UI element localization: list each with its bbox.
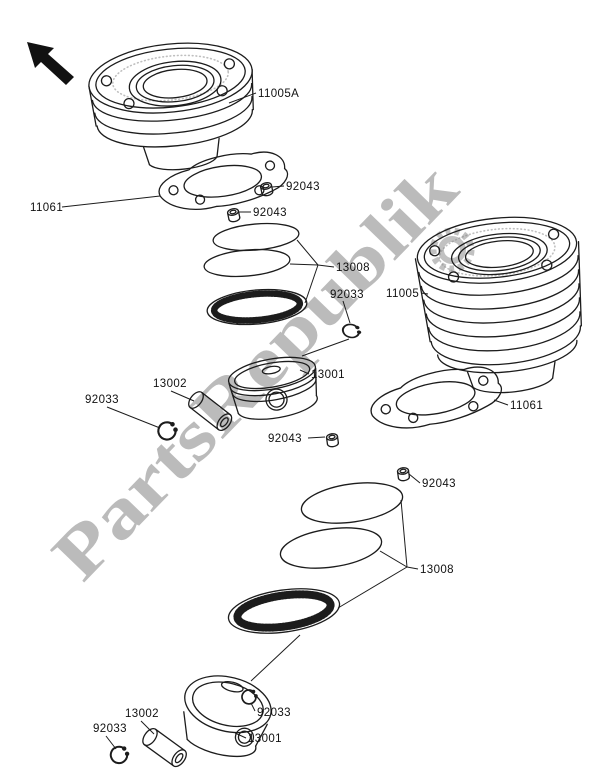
part-label-piston-bottom: 13001 (248, 733, 282, 745)
part-label-rings-top: 13008 (336, 262, 370, 274)
part-label-dowel-top-a: 92043 (286, 181, 320, 193)
part-label-piston-top: 13001 (311, 369, 345, 381)
circlip-92033-bottom-left-drawing (109, 745, 130, 765)
part-label-dowel-top-b: 92043 (253, 207, 287, 219)
part-label-pin-top: 13002 (153, 378, 187, 390)
part-label-gasket-right: 11061 (510, 400, 543, 412)
direction-arrow-icon (27, 42, 74, 85)
part-label-cylinder-top: 11005A (258, 88, 299, 100)
piston-rings-13008-bottom-drawing (227, 482, 404, 634)
part-label-clip-bottom-mid: 92033 (257, 707, 291, 719)
part-label-clip-bottom-left: 92033 (93, 723, 127, 735)
part-label-pin-bottom: 13002 (125, 708, 159, 720)
part-label-gasket-top: 11061 (30, 202, 63, 214)
part-label-dowel-mid-a: 92043 (268, 433, 302, 445)
dowel-pin-92043-top-a-drawing (259, 181, 275, 198)
part-label-rings-bottom: 13008 (420, 564, 454, 576)
gasket-11061-top-drawing (154, 146, 292, 216)
piston-13001-top-drawing (227, 356, 318, 420)
watermark-gear-icon (429, 227, 475, 273)
dowel-pin-92043-top-b-drawing (226, 207, 242, 224)
piston-13001-bottom-drawing (183, 675, 272, 758)
dowel-pin-92043-mid-a-drawing (325, 432, 340, 449)
circlip-92033-bottom-mid-drawing (241, 689, 258, 705)
part-label-clip-top: 92033 (330, 289, 364, 301)
part-label-dowel-mid-b: 92043 (422, 478, 456, 490)
leader-lines (61, 92, 509, 750)
dowel-pin-92043-mid-b-drawing (396, 466, 411, 483)
part-label-clip-left: 92033 (85, 394, 119, 406)
cylinder-11005-drawing (414, 216, 582, 394)
piston-rings-13008-top-drawing (203, 222, 308, 326)
part-label-cylinder-right: 11005 (386, 288, 419, 300)
piston-pin-13002-bottom-drawing (139, 725, 190, 770)
part-labels: 11005A 11061 92043 92043 13008 92033 130… (30, 88, 543, 745)
cylinder-11005a-drawing (88, 42, 254, 171)
